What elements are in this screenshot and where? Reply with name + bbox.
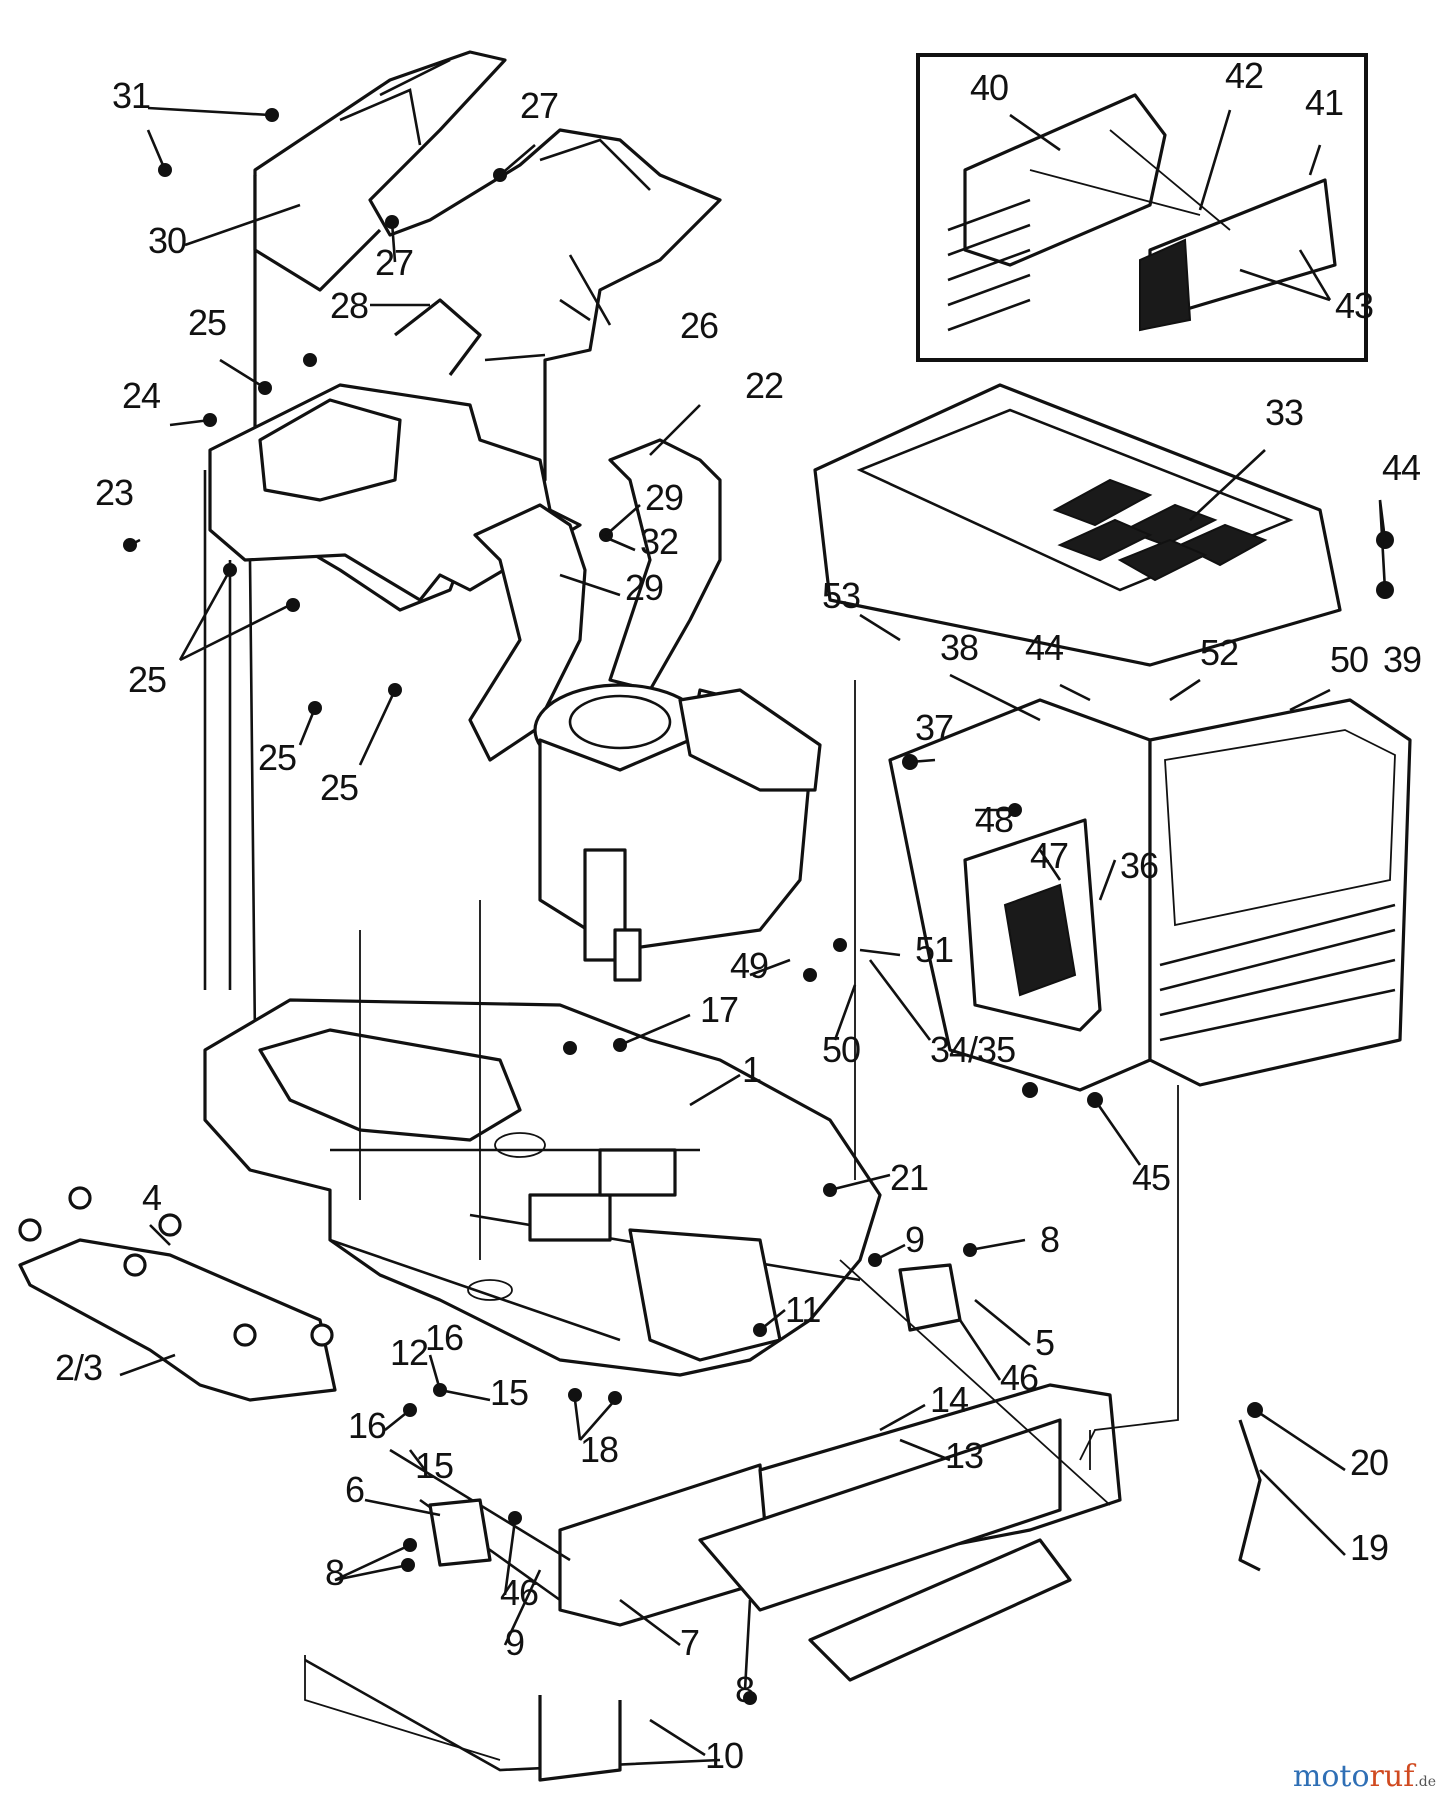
callout-23: 23: [95, 472, 133, 513]
callout-47: 47: [1030, 835, 1068, 876]
front-axle-assembly: [304, 1263, 1262, 1782]
callout-8c: 8: [735, 1669, 754, 1710]
callout-15a: 15: [490, 1372, 528, 1413]
exploded-guide-lines: [304, 680, 1179, 1761]
callout-2_3: 2/3: [55, 1347, 102, 1388]
callout-16a: 16: [425, 1317, 463, 1358]
callout-36: 36: [1120, 845, 1158, 886]
callout-24: 24: [122, 375, 160, 416]
callout-9a: 9: [905, 1219, 924, 1260]
callout-26: 26: [680, 305, 718, 346]
watermark-part1: moto: [1292, 1759, 1370, 1794]
callout-50a: 50: [1330, 639, 1368, 680]
callout-31: 31: [112, 75, 150, 116]
front-grille: [1148, 698, 1412, 1087]
callout-1: 1: [742, 1049, 761, 1090]
callout-51: 51: [915, 929, 953, 970]
callout-46a: 46: [1000, 1357, 1038, 1398]
foot-plate: [18, 1186, 337, 1402]
callout-44b: 44: [1025, 627, 1063, 668]
callout-48: 48: [975, 799, 1013, 840]
callout-53: 53: [822, 575, 860, 616]
engine: [533, 683, 822, 982]
callout-37: 37: [915, 707, 953, 748]
callout-11: 11: [785, 1289, 820, 1330]
callout-42: 42: [1225, 55, 1263, 96]
callout-30: 30: [148, 220, 186, 261]
callout-41: 41: [1305, 82, 1343, 123]
callout-9b: 9: [505, 1622, 524, 1663]
callout-40: 40: [970, 67, 1008, 108]
callout-38: 38: [940, 627, 978, 668]
hood-vent: [1052, 478, 1268, 582]
callout-27a: 27: [520, 85, 558, 126]
callout-52: 52: [1200, 632, 1238, 673]
callout-12: 12: [390, 1332, 428, 1373]
callout-13: 13: [945, 1435, 983, 1476]
callout-27b: 27: [375, 242, 413, 283]
inset-detail-box: [916, 53, 1368, 362]
callout-16b: 16: [348, 1405, 386, 1446]
callout-29a: 29: [645, 477, 683, 518]
callout-19: 19: [1350, 1527, 1388, 1568]
side-bracket-22: [468, 438, 722, 762]
callout-8a: 8: [1040, 1219, 1059, 1260]
callout-5: 5: [1035, 1322, 1054, 1363]
callout-44a: 44: [1382, 447, 1420, 488]
callout-43: 43: [1335, 285, 1373, 326]
hood: [813, 383, 1342, 667]
callout-22: 22: [745, 365, 783, 406]
callout-15b: 15: [415, 1445, 453, 1486]
callout-17: 17: [700, 989, 738, 1030]
callout-46b: 46: [500, 1572, 538, 1613]
callout-29b: 29: [625, 567, 663, 608]
callout-25b: 25: [128, 659, 166, 700]
watermark-logo: motoruf.de: [1293, 1759, 1436, 1794]
callout-32: 32: [640, 521, 678, 562]
callout-18: 18: [580, 1429, 618, 1470]
callout-8b: 8: [325, 1552, 344, 1593]
callout-10: 10: [705, 1735, 743, 1776]
callout-14: 14: [930, 1379, 968, 1420]
callout-25c: 25: [258, 737, 296, 778]
callout-20: 20: [1350, 1442, 1388, 1483]
callout-25d: 25: [320, 767, 358, 808]
callout-50b: 50: [822, 1029, 860, 1070]
callout-4: 4: [142, 1177, 161, 1218]
callout-21: 21: [890, 1157, 928, 1198]
callout-33: 33: [1265, 392, 1303, 433]
callout-34_35: 34/35: [930, 1029, 1015, 1070]
callout-25a: 25: [188, 302, 226, 343]
leader-lines: [119, 106, 1387, 1757]
callout-7: 7: [680, 1622, 699, 1663]
watermark-part2: ruf: [1369, 1759, 1415, 1794]
watermark-tld: .de: [1414, 1774, 1436, 1790]
callout-49: 49: [730, 945, 768, 986]
callout-6: 6: [345, 1469, 364, 1510]
callout-39: 39: [1383, 639, 1421, 680]
callout-28: 28: [330, 285, 368, 326]
callout-45: 45: [1132, 1157, 1170, 1198]
side-panel: [888, 698, 1152, 1092]
